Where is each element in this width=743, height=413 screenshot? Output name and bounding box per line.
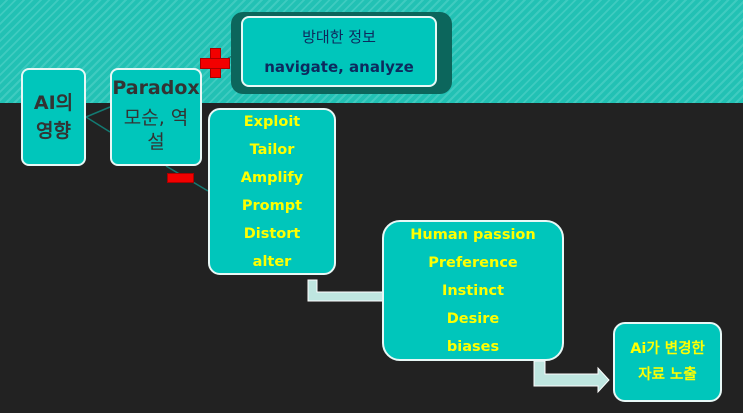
human-node: Human passion Preference Instinct Desire… — [382, 220, 564, 361]
paradox-node: Paradox 모순, 역설 — [110, 68, 202, 166]
human-item: Preference — [428, 254, 518, 271]
arrow-right-icon — [533, 360, 610, 394]
human-item: Instinct — [441, 282, 505, 299]
negative-node: Exploit Tailor Amplify Prompt Distort al… — [208, 108, 336, 275]
result-line1: Ai가 변경한 — [630, 341, 705, 357]
positive-line2: navigate, analyze — [264, 57, 414, 76]
negative-item: Tailor — [249, 141, 295, 158]
result-line2: 자료 노출 — [638, 367, 697, 383]
positive-node: 방대한 정보 navigate, analyze — [241, 16, 437, 87]
human-item: biases — [446, 338, 500, 355]
paradox-subtitle: 모순, 역설 — [123, 107, 189, 153]
human-item: Desire — [446, 310, 500, 327]
root-line1: AI의 — [33, 92, 74, 114]
human-item: Human passion — [410, 226, 536, 243]
plus-icon — [200, 48, 230, 78]
minus-icon — [167, 173, 194, 183]
connector-line — [85, 106, 111, 118]
negative-item: Distort — [243, 225, 301, 242]
positive-line1: 방대한 정보 — [302, 27, 376, 46]
connector-line — [85, 116, 111, 133]
root-node: AI의 영향 — [21, 68, 86, 166]
negative-item: Prompt — [241, 197, 303, 214]
root-line2: 영향 — [36, 120, 71, 142]
paradox-title: Paradox — [112, 77, 200, 99]
negative-item: Exploit — [243, 113, 301, 130]
negative-item: Amplify — [240, 169, 304, 186]
negative-item: alter — [252, 253, 292, 270]
result-node: Ai가 변경한 자료 노출 — [613, 322, 722, 402]
